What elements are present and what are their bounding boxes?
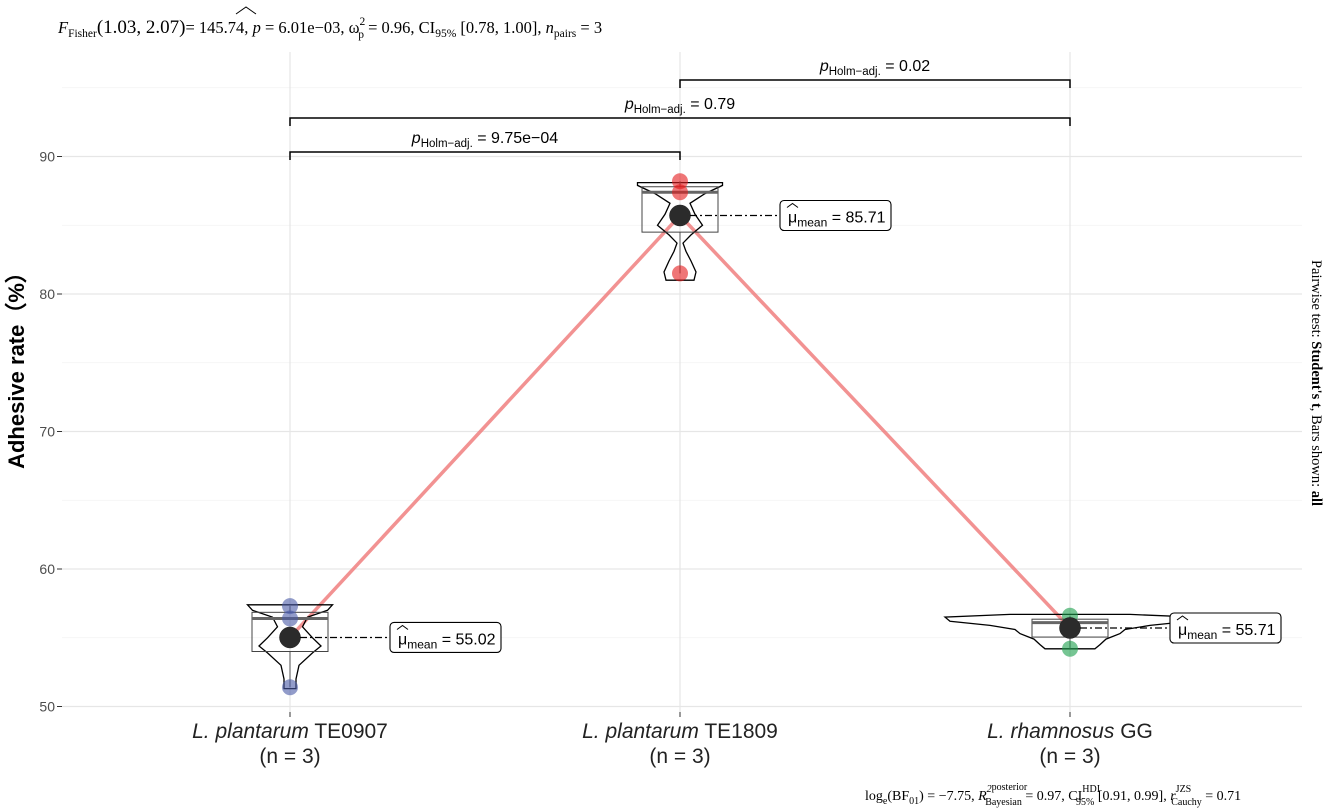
bracket-line xyxy=(289,151,681,160)
x-tick-label: L. plantarum TE0907 xyxy=(192,720,388,743)
omega-hat xyxy=(235,6,257,15)
chart-subtitle: FFisher(1.03, 2.07)= 145.74, p = 6.01e−0… xyxy=(57,16,602,41)
mean-hat-icon xyxy=(786,202,799,208)
pairwise-test-label: Pairwise test: Student's t, Bars shown: … xyxy=(1308,260,1324,506)
y-axis-title: Adhesive rate（%） xyxy=(4,261,29,469)
grid-lines xyxy=(62,52,1302,712)
mean-connect-lines xyxy=(288,214,1072,639)
violin-outline xyxy=(246,604,334,690)
mean-connect-line xyxy=(288,214,682,639)
y-tick-label: 80 xyxy=(39,286,55,302)
y-axis: 50 60 70 80 90 xyxy=(39,149,62,715)
y-tick-label: 70 xyxy=(39,424,55,440)
x-tick-label: L. plantarum TE1809 xyxy=(582,720,778,743)
y-tick-label: 90 xyxy=(39,149,55,165)
bracket-line xyxy=(679,79,1071,88)
bracket-label: pHolm−adj. = 0.02 xyxy=(819,58,930,78)
mean-point xyxy=(279,626,301,649)
mean-hat-icon xyxy=(1176,615,1189,621)
x-axis: L. plantarum TE0907(n = 3)L. plantarum T… xyxy=(192,712,1153,768)
significance-brackets: pHolm−adj. = 9.75e−04 pHolm−adj. = 0.79 pH… xyxy=(289,58,1071,160)
bracket-label: pHolm−adj. = 0.79 xyxy=(624,96,735,116)
violin-outline xyxy=(636,181,724,281)
mean-label: μmean = 55.71 xyxy=(1178,622,1276,642)
data-point xyxy=(672,184,688,201)
data-point xyxy=(282,598,298,615)
data-point xyxy=(282,610,298,627)
group-3: μmean = 55.71 xyxy=(943,607,1282,657)
mean-point xyxy=(669,204,691,227)
x-tick-n-label: (n = 3) xyxy=(259,745,320,768)
mean-label-box xyxy=(389,621,502,654)
x-tick-label: L. rhamnosus GG xyxy=(987,720,1153,743)
violin-outline xyxy=(943,613,1197,650)
y-tick-label: 60 xyxy=(39,561,55,577)
bracket-line xyxy=(289,117,1071,126)
data-point xyxy=(282,679,298,696)
groups-layer: μmean = 55.02 μmean = 85.71 μmean = 55.71 xyxy=(246,173,1282,696)
mean-label-box xyxy=(1169,612,1282,644)
mean-hat-icon xyxy=(396,624,409,630)
omega-symbol: ω xyxy=(349,18,360,37)
data-point xyxy=(672,265,688,282)
mean-connect-line xyxy=(678,214,1072,630)
data-point xyxy=(672,173,688,190)
group-2: μmean = 85.71 xyxy=(636,173,892,282)
mean-label-box xyxy=(779,199,892,232)
data-point xyxy=(1062,640,1078,657)
group-1: μmean = 55.02 xyxy=(246,598,502,696)
mean-label: μmean = 55.02 xyxy=(398,631,496,651)
mean-point xyxy=(1059,617,1081,639)
y-tick-label: 50 xyxy=(39,699,55,715)
mean-label: μmean = 85.71 xyxy=(788,209,886,229)
bracket-label: pHolm−adj. = 9.75e−04 xyxy=(411,130,559,150)
x-tick-n-label: (n = 3) xyxy=(649,745,710,768)
x-tick-n-label: (n = 3) xyxy=(1039,745,1100,768)
